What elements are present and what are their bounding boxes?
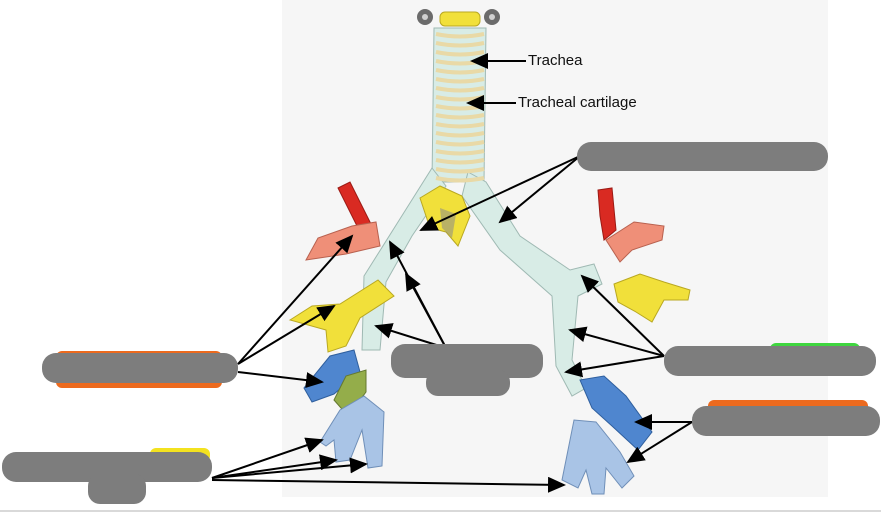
left-upper-salmon-segment <box>605 221 665 263</box>
lobar-arrow-upper-left <box>580 274 665 357</box>
trachea-label: Trachea <box>528 52 583 69</box>
tracheal-cartilage-ring <box>435 86 485 93</box>
right-arrow-lower <box>237 371 324 389</box>
bottom-divider <box>0 510 881 512</box>
tracheal-cartilage-ring <box>435 113 485 120</box>
left-main-bronchus-model <box>461 171 603 397</box>
left-lower-blue-segment <box>579 375 653 451</box>
lobar-arrow-center-b <box>405 272 447 349</box>
tracheal-cartilage-ring <box>435 122 485 129</box>
tracheal-cartilage-ring <box>435 131 485 138</box>
upper-left-artery-model <box>597 187 617 241</box>
main-bronchi-arrow-right <box>419 155 581 231</box>
tracheal-cartilage-ring <box>435 149 485 156</box>
main-bronchi-arrow-left <box>498 155 581 224</box>
answer-mask-right-bronchi[interactable] <box>42 353 238 383</box>
left-middle-yellow-segment <box>613 273 691 323</box>
tracheal-cartilage-ring <box>435 77 485 84</box>
right-arrow-upper <box>237 234 354 365</box>
model-stand-clips <box>417 9 500 27</box>
tracheal-cartilage-ring <box>435 32 485 39</box>
tracheal-cartilage-ring <box>435 50 485 57</box>
basal-arrow-c <box>211 457 368 479</box>
tracheal-cartilage-ring <box>435 167 485 174</box>
tracheal-cartilage-ring <box>435 41 485 48</box>
answer-mask-left-segmental[interactable] <box>692 406 880 436</box>
basal-arrow-d <box>211 476 566 493</box>
tracheal-cartilage-ring <box>435 158 485 165</box>
lobar-arrow-middle-left <box>568 326 665 357</box>
tracheal-cartilage-ring <box>435 176 485 183</box>
tracheal-cartilage-label: Tracheal cartilage <box>518 94 637 111</box>
basal-arrow-a <box>211 437 324 479</box>
lobar-arrow-lower-left <box>564 355 665 378</box>
tracheal-cartilage-ring <box>435 68 485 75</box>
answer-mask-lobar-bronchi-tail <box>426 370 510 396</box>
segmental-arrow-left-b <box>626 421 693 464</box>
tracheal-cartilage-ring <box>435 140 485 147</box>
answer-mask-left-lobar[interactable] <box>664 346 876 376</box>
answer-mask-main-bronchi[interactable] <box>577 142 828 171</box>
answer-mask-basal-tail <box>88 474 146 504</box>
right-basal-light-blue-segment <box>319 395 385 469</box>
basal-arrow-b <box>211 454 338 479</box>
right-arrow-middle <box>237 304 336 365</box>
left-basal-light-blue-segment <box>561 419 635 495</box>
